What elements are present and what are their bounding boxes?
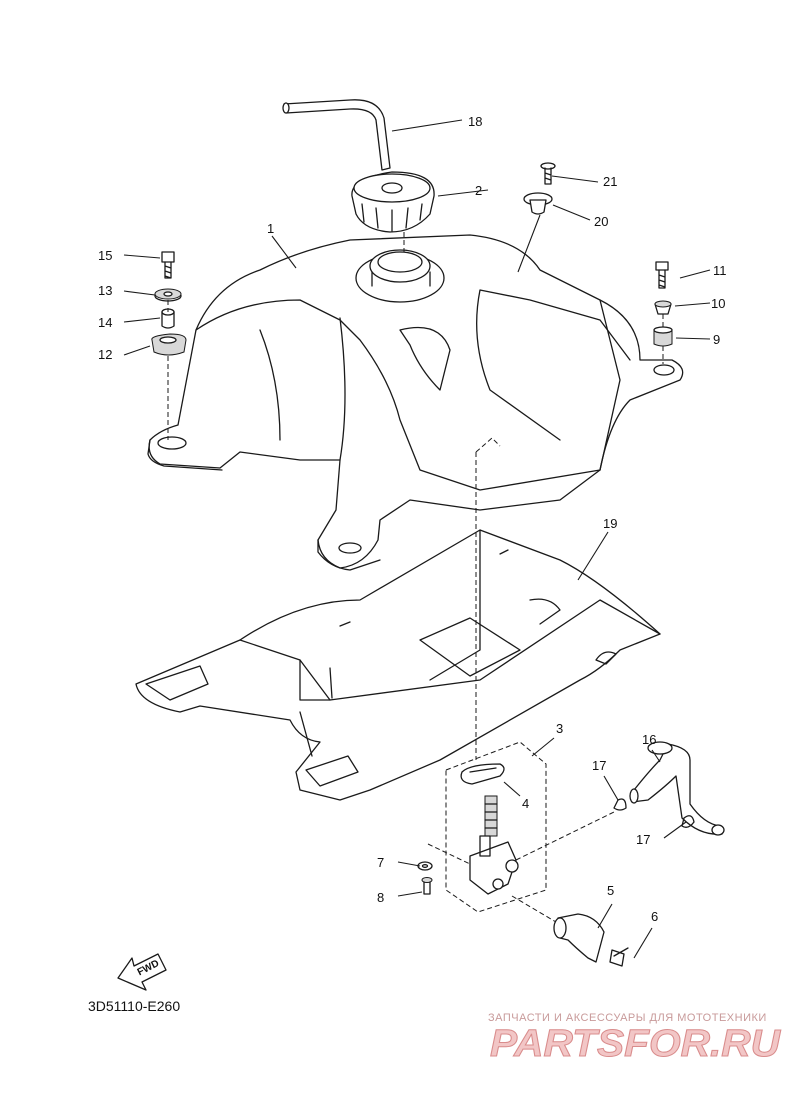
callout-17-upper: 17	[592, 758, 606, 773]
callout-6: 6	[651, 909, 658, 924]
callout-1: 1	[267, 221, 274, 236]
callout-3: 3	[556, 721, 563, 736]
fuel-tank	[147, 234, 684, 571]
fwd-arrow: FWD	[117, 953, 167, 991]
grommet-and-screw	[523, 162, 556, 215]
callout-17-lower: 17	[636, 832, 650, 847]
callout-13: 13	[98, 283, 112, 298]
left-mount-hardware	[151, 251, 187, 356]
callout-2: 2	[475, 183, 482, 198]
breather-hose	[282, 99, 391, 171]
drawing-code: 3D51110-E260	[88, 998, 180, 1014]
watermark-logo: PARTSFOR.RU	[490, 1023, 782, 1065]
callout-20: 20	[594, 214, 608, 229]
callout-12: 12	[98, 347, 112, 362]
callout-9: 9	[713, 332, 720, 347]
fuel-hose	[613, 741, 725, 836]
watermark-tagline: ЗАПЧАСТИ И АКСЕССУАРЫ ДЛЯ МОТОТЕХНИКИ	[488, 1012, 767, 1024]
assembly-lines	[167, 232, 664, 923]
callout-4: 4	[522, 796, 529, 811]
callout-21: 21	[603, 174, 617, 189]
callout-numbers: 1 2 3 4 5 6 7 8 9 10 11 12 13 14 15 16 1…	[98, 114, 727, 924]
callout-19: 19	[603, 516, 617, 531]
callout-18: 18	[468, 114, 482, 129]
fuel-cock-assembly	[417, 741, 629, 967]
callout-8: 8	[377, 890, 384, 905]
tank-tray	[135, 529, 661, 801]
callout-16: 16	[642, 732, 656, 747]
leader-lines	[123, 119, 711, 959]
callout-7: 7	[377, 855, 384, 870]
callout-11: 11	[713, 263, 727, 278]
fuel-cap	[351, 171, 435, 233]
right-mount-hardware	[653, 261, 673, 347]
callout-10: 10	[711, 296, 725, 311]
callout-15: 15	[98, 248, 112, 263]
watermark: ЗАПЧАСТИ И АКСЕССУАРЫ ДЛЯ МОТОТЕХНИКИ PA…	[488, 1012, 782, 1066]
callout-14: 14	[98, 315, 112, 330]
callout-5: 5	[607, 883, 614, 898]
